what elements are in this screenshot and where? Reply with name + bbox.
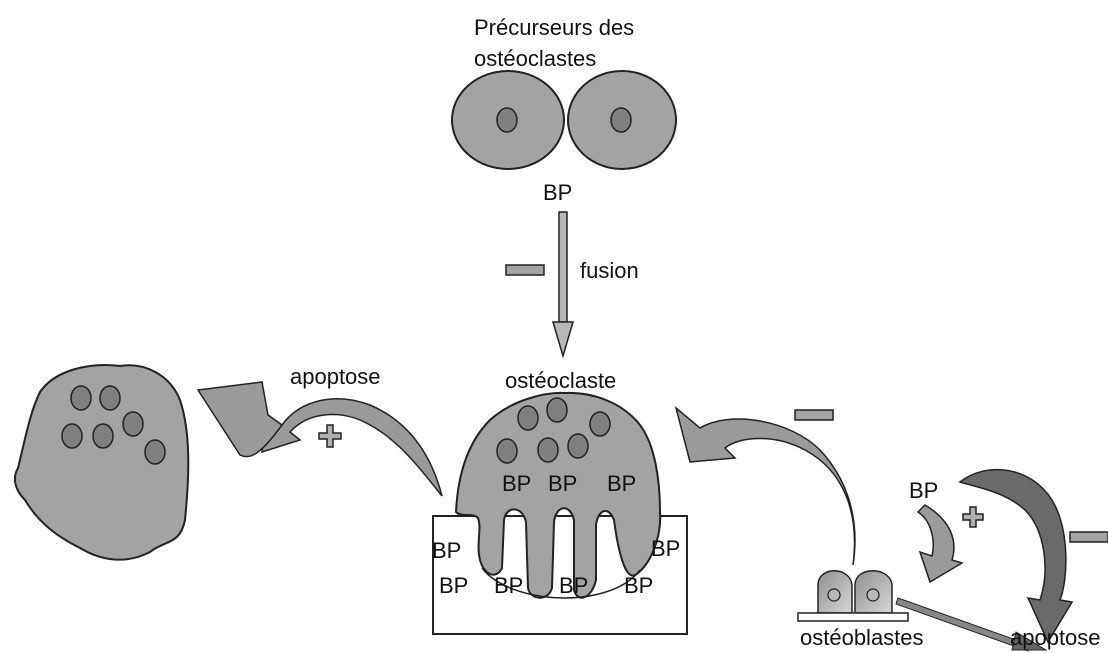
apoptosis-label-left: apoptose — [290, 364, 381, 389]
inhibition-minus-right — [1070, 532, 1108, 542]
stimulation-plus-right — [963, 507, 983, 527]
bp-in-bone: BP — [432, 538, 461, 563]
bp-in-cell: BP — [548, 471, 577, 496]
osteoclast-nucleus — [518, 406, 538, 430]
apoptotic-nucleus — [71, 386, 91, 410]
bp-in-bone: BP — [624, 573, 653, 598]
bp-in-bone: BP — [559, 573, 588, 598]
osteoblast-to-osteoclast-arrow — [676, 408, 855, 565]
apoptotic-nucleus — [93, 424, 113, 448]
apoptotic-nucleus — [62, 424, 82, 448]
fusion-label: fusion — [580, 258, 639, 283]
bp-in-cell: BP — [607, 471, 636, 496]
osteoblast-base — [798, 613, 908, 621]
stimulation-plus-left — [319, 425, 341, 447]
inhibition-minus-fusion — [506, 265, 544, 275]
osteoclast-nucleus — [497, 439, 517, 463]
apoptosis-label-right: apoptose — [1010, 625, 1101, 650]
osteoblast-nucleus — [828, 589, 840, 601]
osteoblast-nucleus — [867, 589, 879, 601]
osteoclast-nucleus — [538, 438, 558, 462]
bp-curved-arrow — [918, 505, 962, 582]
apoptosis-arrow-left — [262, 399, 442, 496]
bp-in-bone: BP — [494, 573, 523, 598]
apoptotic-nucleus — [100, 386, 120, 410]
osteoclast-nucleus — [547, 398, 567, 422]
osteoclast-nucleus — [568, 434, 588, 458]
bp-in-bone: BP — [651, 536, 680, 561]
precursor-cells — [452, 71, 676, 169]
precursors-label-line2: ostéoclastes — [474, 46, 596, 71]
apoptosis-arrow-right — [960, 470, 1072, 642]
apoptotic-cell — [15, 365, 188, 560]
osteoblasts-label: ostéoblastes — [800, 625, 924, 650]
bp-label-right: BP — [909, 478, 938, 503]
fusion-arrow — [553, 212, 573, 356]
precursor-nucleus-left — [497, 108, 517, 132]
bp-in-cell: BP — [502, 471, 531, 496]
osteoblasts — [798, 571, 908, 621]
bp-in-bone: BP — [439, 573, 468, 598]
apoptotic-nucleus — [123, 412, 143, 436]
osteoclast-nucleus — [590, 412, 610, 436]
osteoclast-label: ostéoclaste — [505, 368, 616, 393]
precursor-nucleus-right — [611, 108, 631, 132]
bp-label-top: BP — [543, 180, 572, 205]
apoptotic-nucleus — [145, 440, 165, 464]
precursors-label-line1: Précurseurs des — [474, 15, 634, 40]
inhibition-minus-osteoclast — [795, 410, 833, 420]
